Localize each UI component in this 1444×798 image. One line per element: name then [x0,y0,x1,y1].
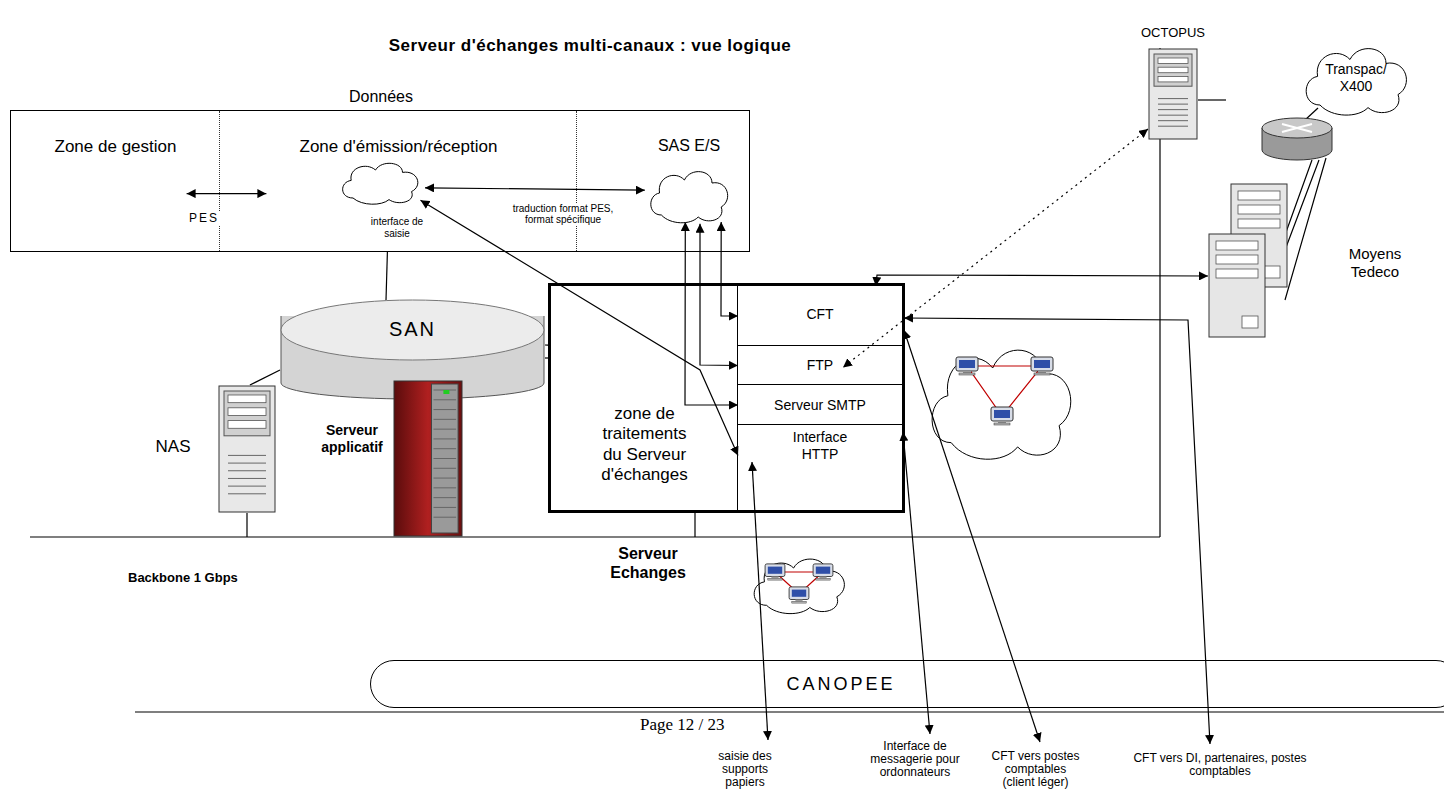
node-text: CANOPEE [781,674,901,696]
server-icon [1148,48,1198,140]
connector [187,193,267,194]
node-text: Zone de gestion [11,137,220,157]
workstation-cloud [754,559,844,614]
connector [843,129,1148,367]
server-cabinet [393,380,463,537]
network-band: CANOPEE [370,660,1444,708]
free-label: Page 12 / 23 [640,716,750,735]
nas-server: NAS [218,385,276,513]
data-cloud: interface de saisie [335,158,425,206]
protocol-cell: Serveur SMTP [738,385,902,425]
protocol-cell: Interface HTTP [738,425,902,510]
node-text: Interface HTTP [780,429,860,463]
free-label: Interface de messagerie pour ordonnateur… [870,740,960,780]
free-label: CFT vers postes comptables (client léger… [988,750,1083,790]
cloud-outline [335,158,425,206]
node-text: Moyens Tedeco [1340,245,1410,281]
node-text: Serveur Echanges [598,544,698,582]
edge-label: PES [184,212,224,225]
network-wires [30,48,1444,712]
connector [721,222,738,316]
smtp-arrow [903,432,930,734]
cft-arrow [904,330,1040,742]
exchange-server-box: Serveur Echangeszone de traitements du S… [548,283,905,513]
node-text: Transpac/ X400 [1311,61,1401,95]
node-text: Zone d'émission/réception [220,137,577,157]
network-cloud: Transpac/ X400 [1296,40,1416,118]
server-icon [218,385,276,513]
data-cloud: SAS E/S [643,165,735,225]
node-text: Serveur applicatif [313,422,391,456]
protocol-cell: FTP [738,346,902,385]
data-zone-box: DonnéesZone de gestionZone d'émission/ré… [10,110,750,252]
node-text: zone de traitements du Serveur d'échange… [592,404,697,486]
server-pair-icon [1208,183,1288,338]
cloud-outline [643,165,735,225]
node-text: FTP [738,357,902,374]
free-label: CFT vers DI, partenaires, postes comptab… [1120,752,1320,778]
processing-zone: zone de traitements du Serveur d'échange… [551,286,738,510]
backbone-drop [247,513,695,537]
node-text: SAN [280,317,545,341]
free-label: Backbone 1 Gbps [128,571,258,585]
tedeco-servers: Moyens Tedeco [1208,183,1288,338]
zone-region: Zone de gestion [11,111,220,251]
node-text: Données [11,87,751,106]
connector [425,188,645,190]
connector [876,275,1208,286]
node-text: SAS E/S [639,136,739,155]
protocol-cell: CFT [738,286,902,346]
node-text: OCTOPUS [1128,25,1218,41]
cft-arrow [904,318,1210,744]
free-label: saisie des supports papiers [712,750,778,790]
connector [700,224,738,366]
node-text: NAS [146,437,200,457]
zone-region: Zone d'émission/réceptioninterface de sa… [220,111,577,251]
bottom-rule [135,711,1444,712]
router-symbol [1262,118,1332,160]
diagram-title: Serveur d'échanges multi-canaux : vue lo… [345,37,835,56]
node-text: interface de saisie [357,216,437,240]
node-text: Serveur SMTP [738,397,902,414]
application-server: Serveur applicatif [393,380,463,537]
node-text: CFT [738,306,902,323]
octopus-link [1198,99,1226,100]
backbone-line [30,536,1160,537]
router-links [1285,158,1326,300]
http-arrow [752,462,768,740]
connector [250,370,280,385]
channel-arrows [752,318,1210,744]
edge-label: traduction format PES, format spécifique [503,203,623,225]
connector [685,222,738,405]
octopus-server: OCTOPUS [1148,48,1198,140]
workstation-cloud [932,350,1071,459]
connector [386,252,387,300]
